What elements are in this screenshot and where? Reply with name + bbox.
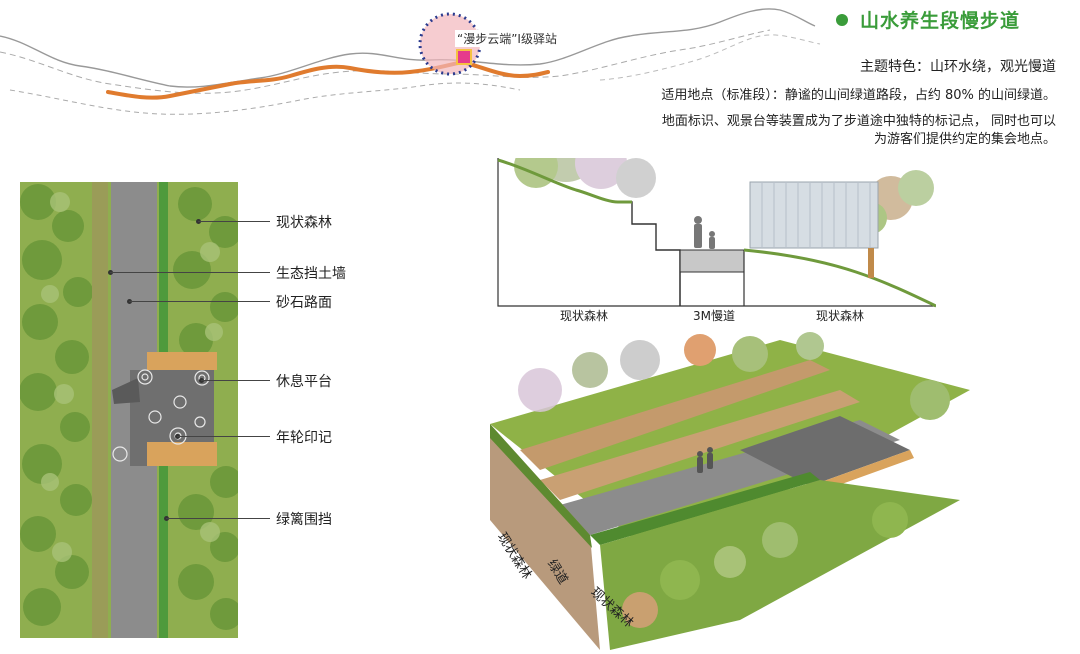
section-label-slow-lane: 3M慢道 bbox=[693, 309, 735, 323]
callout-line bbox=[177, 436, 270, 437]
iso-left-face bbox=[490, 424, 600, 650]
greenway-route-line bbox=[106, 59, 550, 100]
rest-platform-bench bbox=[147, 352, 217, 370]
isometric-view bbox=[490, 332, 970, 650]
callout-line bbox=[110, 272, 270, 273]
feature-text: 主题特色：山环水绕，观光慢道 bbox=[860, 59, 1056, 75]
forest-right bbox=[173, 187, 238, 630]
plan-label-tree-ring: 年轮印记 bbox=[276, 430, 332, 446]
plan-label-forest: 现状森林 bbox=[276, 215, 332, 231]
location-text: 适用地点（标准段）：静谧的山间绿道路段，占约 80% 的山间绿道。 bbox=[661, 88, 1056, 103]
iso-lower-forest bbox=[600, 480, 960, 650]
section-label-forest-left: 现状森林 bbox=[560, 309, 609, 323]
forest-left bbox=[20, 184, 93, 626]
plan-label-rest-platform: 休息平台 bbox=[276, 374, 332, 390]
note-line-2: 为游客们提供约定的集会地点。 bbox=[873, 132, 1056, 147]
terrain-line bbox=[0, 29, 771, 94]
plan-label-hedge: 绿篱围挡 bbox=[276, 512, 332, 528]
forest-right-light bbox=[200, 242, 223, 542]
iso-people bbox=[697, 447, 713, 473]
title-group: 山水养生段慢步道 bbox=[836, 6, 1020, 33]
section-label-forest-right: 现状森林 bbox=[816, 309, 865, 323]
cross-section bbox=[497, 158, 936, 308]
section-right-slope bbox=[743, 249, 936, 307]
page-title: 山水养生段慢步道 bbox=[860, 10, 1021, 32]
retaining-wall bbox=[92, 182, 108, 638]
iso-terrace-upper bbox=[520, 360, 830, 470]
callout-line bbox=[129, 301, 270, 302]
note-line-1: 地面标识、观景台等装置成为了步道途中独特的标记点， 同时也可以 bbox=[661, 114, 1056, 129]
callout-line bbox=[166, 518, 270, 519]
plan-view bbox=[20, 182, 238, 638]
plan-label-gravel-road: 砂石路面 bbox=[276, 295, 332, 311]
station-marker-icon bbox=[456, 49, 472, 65]
callout-line bbox=[201, 380, 270, 381]
plan-label-retaining-wall: 生态挡土墙 bbox=[276, 266, 346, 282]
terrain-line bbox=[599, 34, 821, 81]
forest-left-light bbox=[41, 192, 74, 562]
title-bullet-icon bbox=[836, 13, 848, 26]
iso-terrace-lower bbox=[540, 390, 860, 500]
slow-lane-section bbox=[679, 249, 745, 273]
rest-platform-bench bbox=[147, 442, 217, 466]
callout-line bbox=[198, 221, 270, 222]
pavilion bbox=[749, 181, 879, 249]
iso-hedge bbox=[590, 472, 820, 545]
people-figure bbox=[694, 216, 715, 249]
terrain-line bbox=[9, 82, 521, 115]
iso-rest-platform bbox=[740, 416, 910, 486]
station-label: “漫步云端”Ⅰ级驿站 bbox=[455, 30, 559, 47]
iso-trees bbox=[518, 332, 950, 628]
